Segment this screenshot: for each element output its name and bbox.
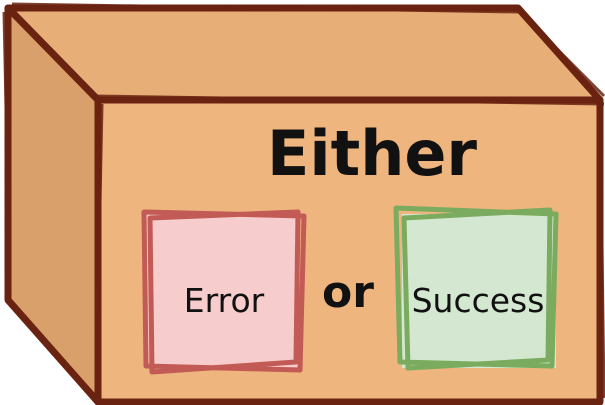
error-label: Error: [184, 281, 265, 320]
error-box: Error: [141, 209, 307, 375]
success-label: Success: [412, 281, 545, 320]
error-box-fill: [146, 214, 300, 368]
success-box-fill: [402, 214, 556, 368]
error-box-outline: [141, 209, 307, 375]
success-box-outline: [393, 205, 559, 371]
box-sketch-lines: [2, 2, 605, 399]
diagram-title: Either: [267, 117, 477, 190]
box-top-face: [4, 4, 604, 104]
success-box: Success: [393, 205, 559, 371]
or-connector: or: [322, 267, 374, 318]
